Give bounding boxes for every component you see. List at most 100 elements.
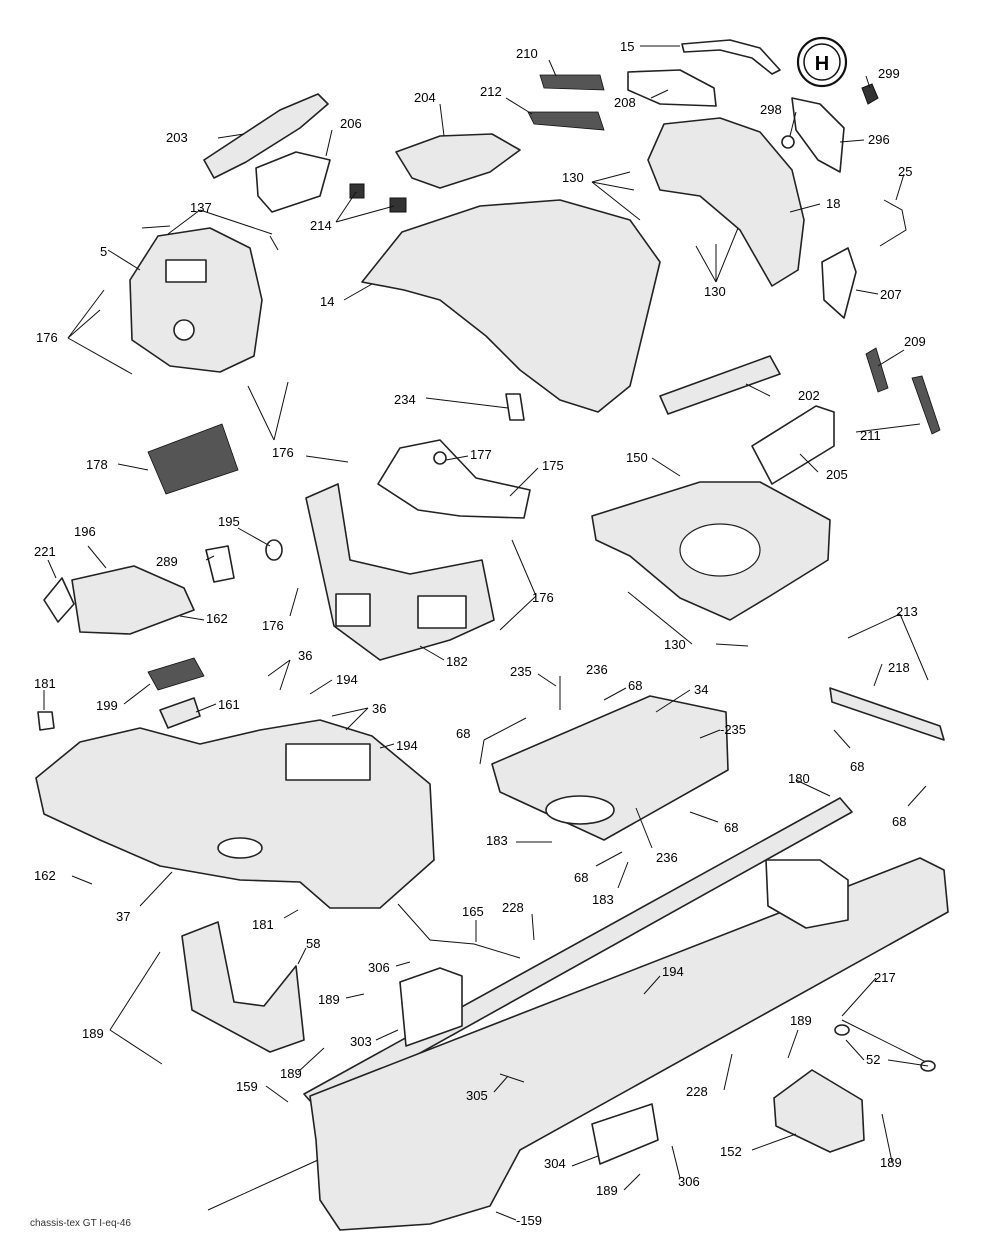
label-175: 175 — [542, 458, 564, 473]
label-204: 204 — [414, 90, 436, 105]
part-165-rod — [397, 903, 521, 959]
leader-lines — [43, 45, 929, 1221]
part-150-opening — [679, 523, 761, 577]
part-205-panel — [751, 405, 835, 485]
label-34: 34 — [694, 682, 708, 697]
part-152-shield — [773, 1069, 865, 1153]
label-159-top: 159 — [236, 1079, 258, 1094]
part-207-bracket — [821, 247, 857, 319]
logo-badge-299: H — [796, 36, 848, 88]
label-296: 296 — [868, 132, 890, 147]
label-130-mid: 130 — [704, 284, 726, 299]
label-130-top: 130 — [562, 170, 584, 185]
part-296-cover — [791, 97, 845, 173]
label-236-low: 236 — [656, 850, 678, 865]
part-frame-rear-box — [765, 859, 849, 929]
label-305: 305 — [466, 1088, 488, 1103]
label-161: 161 — [218, 697, 240, 712]
label-162-top: 162 — [206, 611, 228, 626]
part-5-knob — [173, 319, 195, 341]
label-203: 203 — [166, 130, 188, 145]
label-130-low: 130 — [664, 637, 686, 652]
label-221: 221 — [34, 544, 56, 559]
label-162-low: 162 — [34, 868, 56, 883]
part-212-grille — [527, 111, 605, 131]
part-210-grille — [539, 74, 605, 91]
logo-letter: H — [815, 53, 829, 75]
label-208: 208 — [614, 95, 636, 110]
label-36-top: 36 — [298, 648, 312, 663]
label-289: 289 — [156, 554, 178, 569]
part-199-plate — [147, 657, 205, 691]
part-181a-push-nut — [37, 711, 55, 731]
part-305-bolt — [499, 1073, 525, 1083]
part-5-gauge — [165, 259, 207, 283]
label-180: 180 — [788, 771, 810, 786]
label-194-low: 194 — [662, 964, 684, 979]
part-234-part — [505, 393, 525, 421]
label-299: 299 — [878, 66, 900, 81]
part-211-grille — [911, 375, 941, 435]
part-58-bracket — [181, 921, 305, 1053]
label-196: 196 — [74, 524, 96, 539]
part-217-rod — [841, 1019, 935, 1067]
label-189-left: 189 — [82, 1026, 104, 1041]
part-208-bracket — [627, 69, 717, 107]
footer-caption: chassis-tex GT I-eq-46 — [30, 1218, 131, 1229]
part-34-hole — [545, 795, 615, 825]
part-161-plate — [159, 697, 201, 729]
part-298-washer — [781, 135, 795, 149]
label-211: 211 — [860, 428, 881, 443]
label-5: 5 — [100, 244, 107, 259]
part-304-plate — [591, 1103, 659, 1165]
label-189-mid: 189 — [318, 992, 340, 1007]
label-15: 15 — [620, 39, 634, 54]
label-235-top: 235 — [510, 664, 532, 679]
label-209: 209 — [904, 334, 926, 349]
label-25: 25 — [898, 164, 912, 179]
label-206: 206 — [340, 116, 362, 131]
part-main-frame — [309, 857, 949, 1231]
part-202-grille — [659, 355, 781, 415]
label-18: 18 — [826, 196, 840, 211]
part-218-bracket-bar — [829, 687, 945, 741]
label-182: 182 — [446, 654, 468, 669]
label-213: 213 — [896, 604, 918, 619]
part-178-grille-plate — [147, 423, 239, 495]
label-68-left: 68 — [456, 726, 470, 741]
label-14: 14 — [320, 294, 334, 309]
label-137: 137 — [190, 200, 212, 215]
label-303: 303 — [350, 1034, 372, 1049]
part-303-plate — [399, 967, 463, 1047]
label-159-low: -159 — [516, 1213, 542, 1228]
label-177: 177 — [470, 447, 492, 462]
label-58: 58 — [306, 936, 320, 951]
part-204-panel — [395, 133, 521, 189]
label-189-bracket: 189 — [280, 1066, 302, 1081]
part-14-hood — [361, 199, 661, 413]
part-182-window-right — [417, 595, 467, 629]
label-298: 298 — [760, 102, 782, 117]
label-202: 202 — [798, 388, 820, 403]
part-182-window-left — [335, 593, 371, 627]
part-37-cutout — [217, 837, 263, 859]
label-36-mid: 36 — [372, 701, 386, 716]
label-212: 212 — [480, 84, 502, 99]
label-183-low: 183 — [592, 892, 614, 907]
label-306-low: 306 — [678, 1174, 700, 1189]
part-labels: 15 210 212 208 204 203 206 299 298 296 1… — [34, 39, 926, 1228]
label-306-top: 306 — [368, 960, 390, 975]
label-235-right: -235 — [720, 722, 746, 737]
label-189-far: 189 — [880, 1155, 902, 1170]
label-176-lower: 176 — [262, 618, 284, 633]
label-68-plate: 68 — [724, 820, 738, 835]
part-34-plate — [491, 695, 729, 841]
label-234: 234 — [394, 392, 416, 407]
part-196-mount — [71, 565, 195, 635]
label-228-top: 228 — [502, 900, 524, 915]
part-195-bushing — [265, 539, 283, 561]
part-289-clip — [205, 545, 235, 583]
part-15-trim-strip — [681, 39, 781, 75]
part-37-pedal-opening — [285, 743, 371, 781]
